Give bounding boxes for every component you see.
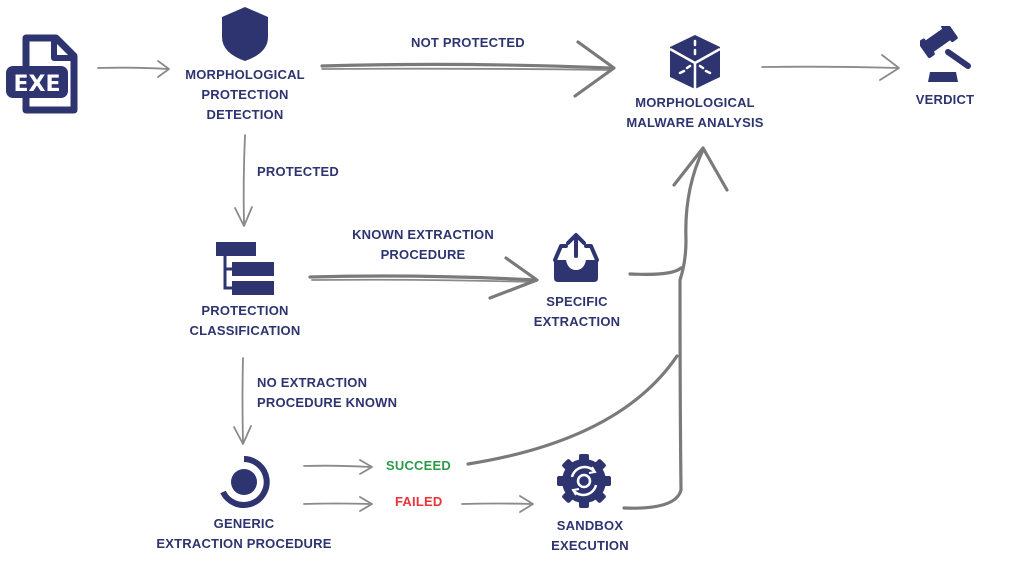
label-line: PROTECTION [201, 303, 289, 318]
hierarchy-icon[interactable] [215, 240, 275, 298]
edge-known-extraction [308, 256, 539, 300]
label-line: PROTECTED [257, 164, 339, 179]
label-line: MORPHOLOGICAL [635, 95, 755, 110]
edge-label-failed: FAILED [395, 492, 442, 512]
label-line: EXTRACTION [533, 314, 621, 329]
edge-protected [234, 134, 253, 227]
node-label-analysis: MORPHOLOGICAL MALWARE ANALYSIS [610, 93, 780, 133]
label-line: EXTRACTION PROCEDURE [156, 536, 332, 551]
gear-sync-icon[interactable] [556, 453, 612, 509]
label-line: GENERIC [213, 516, 275, 531]
label-line: SUCCEED [386, 458, 451, 473]
label-line: EXECUTION [551, 538, 629, 553]
edge-not-protected [320, 40, 616, 98]
tray-upload-icon[interactable] [552, 232, 600, 284]
label-line: MALWARE ANALYSIS [626, 115, 764, 130]
edge-analysis-to-verdict [761, 54, 900, 81]
edge-label-no-extraction: NO EXTRACTION PROCEDURE KNOWN [257, 373, 397, 413]
edge-label-not-protected: NOT PROTECTED [411, 33, 525, 53]
svg-text:EXE: EXE [13, 72, 60, 97]
node-label-classification: PROTECTION CLASSIFICATION [165, 301, 325, 341]
label-line: PROCEDURE [380, 247, 466, 262]
label-line: FAILED [395, 494, 443, 509]
label-line: PROCEDURE KNOWN [257, 395, 398, 410]
label-line: DETECTION [206, 107, 284, 122]
label-line: SANDBOX [556, 518, 624, 533]
label-line: CLASSIFICATION [189, 323, 301, 338]
edge-exe-to-detection [97, 60, 170, 78]
node-label-specific: SPECIFIC EXTRACTION [517, 292, 637, 332]
edge-merge-to-analysis [466, 146, 729, 510]
edge-no-known-extraction [233, 357, 252, 445]
edge-generic-to-failed [303, 496, 373, 512]
edge-label-protected: PROTECTED [257, 162, 339, 182]
label-line: VERDICT [915, 92, 975, 107]
gavel-icon[interactable] [920, 26, 976, 84]
label-line: MORPHOLOGICAL [185, 67, 305, 82]
exe-file-icon[interactable]: EXE [4, 32, 84, 118]
label-line: SPECIFIC [546, 294, 608, 309]
node-label-generic: GENERIC EXTRACTION PROCEDURE [144, 514, 344, 554]
edge-failed-to-sandbox [461, 495, 534, 513]
shield-icon[interactable] [220, 5, 270, 63]
label-line: KNOWN EXTRACTION [352, 227, 494, 242]
cube-icon[interactable] [668, 33, 722, 91]
label-line: NOT PROTECTED [411, 35, 525, 50]
label-line: NO EXTRACTION [257, 375, 368, 390]
edge-label-known-extraction: KNOWN EXTRACTION PROCEDURE [340, 225, 506, 265]
edge-generic-to-succeed [303, 459, 373, 475]
node-label-detection: MORPHOLOGICAL PROTECTION DETECTION [165, 65, 325, 125]
edge-label-succeed: SUCCEED [386, 456, 451, 476]
node-label-verdict: VERDICT [900, 90, 990, 110]
progress-ring-icon[interactable] [216, 454, 272, 510]
label-line: PROTECTION [201, 87, 289, 102]
node-label-sandbox: SANDBOX EXECUTION [530, 516, 650, 556]
